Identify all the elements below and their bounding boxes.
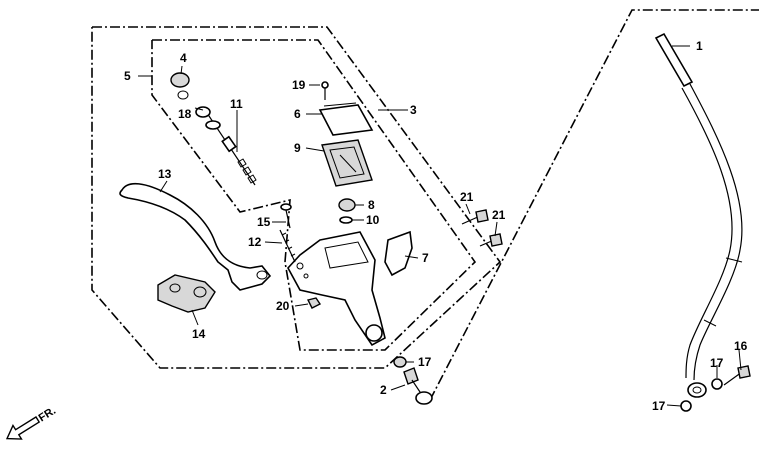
banjo-bolt-2 [403, 367, 433, 405]
washer-17c [680, 400, 692, 412]
subassembly-boundary [151, 39, 477, 351]
reservoir-cap [318, 102, 374, 136]
banjo-bolt-16 [723, 365, 751, 386]
callout-2: 2 [380, 383, 387, 397]
screw-19 [321, 81, 329, 100]
callout-17-a: 17 [418, 355, 432, 369]
bolt-21a [461, 209, 489, 225]
callout-12: 12 [248, 235, 262, 249]
callout-11: 11 [230, 97, 243, 111]
holder-14 [157, 274, 216, 313]
boot-4 [170, 72, 190, 100]
callout-13: 13 [158, 167, 172, 181]
master-cylinder-body [287, 231, 386, 347]
hose-boundary [429, 9, 759, 401]
leader-lines [138, 45, 742, 407]
callout-1: 1 [696, 39, 703, 53]
callout-19: 19 [292, 78, 306, 92]
piston-set-11 [204, 109, 257, 186]
callout-3: 3 [410, 103, 417, 117]
callout-20: 20 [276, 299, 290, 313]
ring-10 [339, 216, 353, 224]
callout-9: 9 [294, 141, 301, 155]
callout-8: 8 [368, 198, 375, 212]
bolt-12 [279, 229, 296, 263]
callout-10: 10 [366, 213, 380, 227]
callout-6: 6 [294, 107, 301, 121]
callout-21-b: 21 [492, 208, 506, 222]
callout-18: 18 [178, 107, 192, 121]
bracket-7 [384, 230, 413, 277]
callout-17-c: 17 [652, 399, 666, 413]
callout-16: 16 [734, 339, 748, 353]
front-direction-arrow: FR. [5, 405, 58, 440]
callout-7: 7 [422, 251, 429, 265]
callout-17-b: 17 [710, 356, 724, 370]
brake-hose-1 [654, 32, 743, 398]
callout-15: 15 [257, 215, 271, 229]
callout-14: 14 [192, 327, 206, 341]
washer-17b [711, 378, 723, 390]
bolt-21b [479, 233, 503, 247]
direction-label: FR. [37, 405, 58, 425]
nut-20 [306, 297, 322, 309]
assembly-boundary [91, 26, 502, 369]
callout-5: 5 [124, 69, 131, 83]
boot-8 [338, 198, 356, 212]
brake-lever-13 [119, 182, 272, 291]
bolt-15 [280, 203, 292, 229]
washer-17a [393, 356, 407, 368]
diaphragm-plate [321, 139, 373, 187]
callout-21-a: 21 [460, 190, 474, 204]
callout-4: 4 [180, 51, 187, 65]
